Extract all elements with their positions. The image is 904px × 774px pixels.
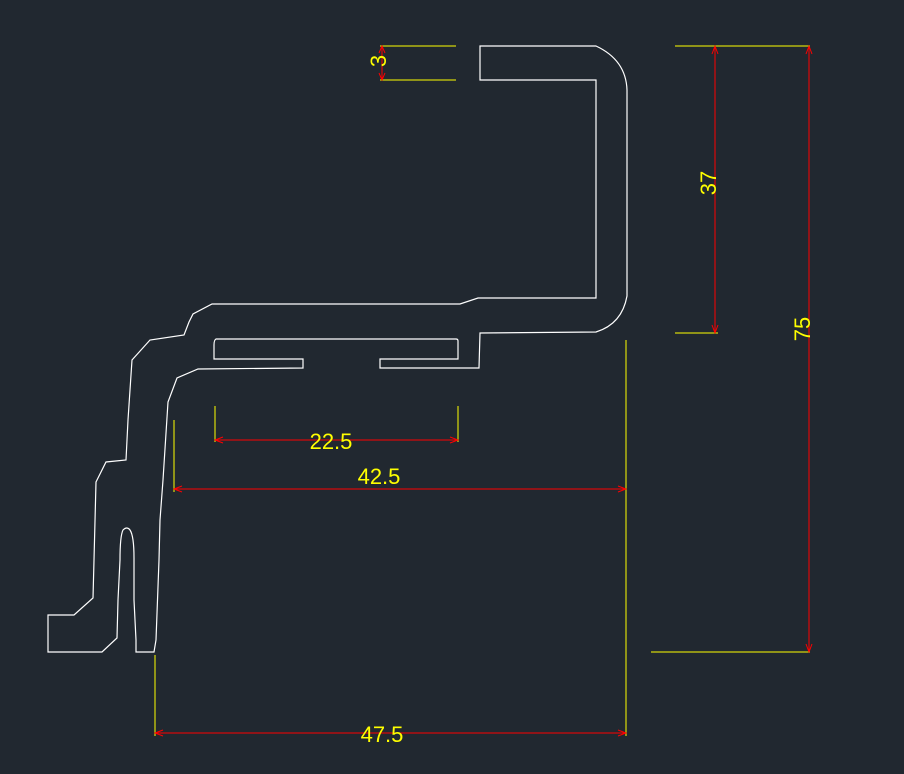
arrow-37-bottom [711,324,719,335]
dimension-lines [153,44,813,737]
dim-label-75: 75 [790,317,815,341]
extension-lines [154,45,810,736]
arrow-75-top [805,44,813,55]
arrow-3-top [378,44,386,54]
dim-label-3: 3 [366,55,391,67]
arrow-37-top [711,44,719,55]
dim-label-42-5: 42.5 [358,464,401,489]
dim-label-37: 37 [696,171,721,195]
profile-main-outline [47,45,628,653]
arrow-47-5-right [617,729,628,737]
dimension-labels: 3 37 75 22.5 42.5 47.5 [310,55,815,747]
dim-label-22-5: 22.5 [310,429,353,454]
arrow-3-bottom [378,72,386,82]
dim-label-47-5: 47.5 [361,722,404,747]
arrow-47-5-left [153,729,164,737]
arrow-42-5-left [172,485,183,493]
profile-outline [47,45,628,653]
arrow-22-5-left [213,436,224,444]
arrow-75-bottom [805,643,813,654]
arrow-22-5-right [449,436,460,444]
arrow-42-5-right [617,485,628,493]
